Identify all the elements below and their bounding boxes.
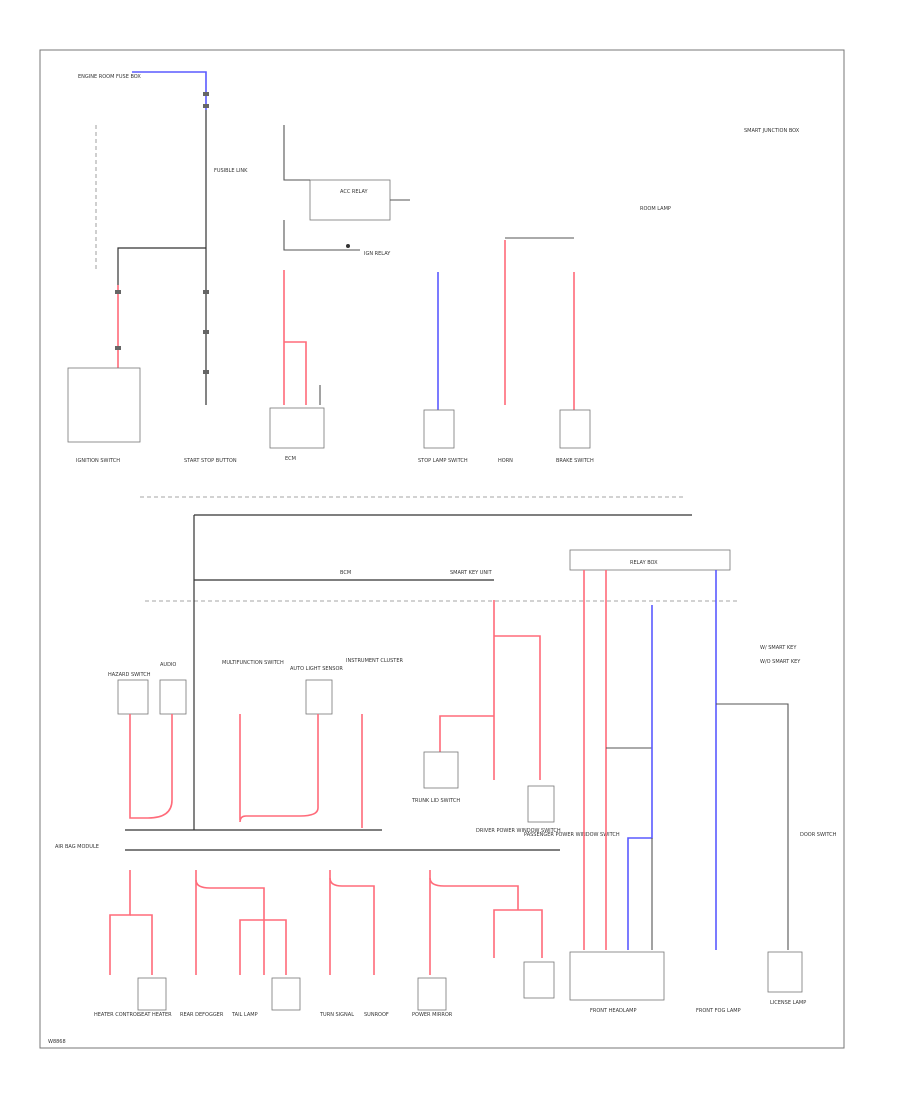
ecm-label: ECM — [285, 456, 296, 462]
window-drv-label: DRIVER POWER WINDOW SWITCH — [476, 828, 561, 834]
window-pass-box — [527, 785, 555, 823]
relay-box-right — [569, 549, 731, 571]
wire-relay-down — [283, 220, 360, 251]
audio-label: AUDIO — [160, 662, 176, 668]
turn-lamp-label: TURN SIGNAL — [319, 1012, 354, 1018]
wire-branch-left — [117, 247, 206, 285]
wire-red-l2 — [130, 914, 153, 975]
conn-l2 — [115, 346, 121, 350]
ecm-box — [269, 407, 325, 449]
bcm-label: BCM — [340, 570, 351, 576]
mirror-box — [417, 977, 447, 1011]
heater-label: HEATER CONTROL — [94, 1012, 140, 1018]
rear-defog-box — [271, 977, 301, 1011]
relay-box-label: RELAY BOX — [630, 560, 658, 566]
wire-red-l11 — [493, 909, 518, 958]
wire-battery-blue — [132, 71, 207, 110]
connector-top-2 — [203, 104, 209, 108]
cluster-label: INSTRUMENT CLUSTER — [346, 658, 404, 664]
front-fog-label: FRONT FOG LAMP — [696, 1008, 741, 1014]
trunk-label: TRUNK LID SWITCH — [411, 798, 460, 804]
wire-red-l8 — [329, 877, 375, 975]
wire-red-l1 — [109, 870, 131, 975]
seat-heater-label: SEAT HEATER — [138, 1012, 172, 1018]
wire-fog-branch — [716, 703, 789, 950]
legend-item-1: W/ SMART KEY — [760, 645, 797, 651]
audio-box — [159, 679, 187, 715]
room-lamp-label: ROOM LAMP — [640, 206, 671, 212]
tail-lamp-label: TAIL LAMP — [231, 1012, 258, 1018]
wire-red-hazard — [129, 714, 173, 819]
wire-blue-headlamp — [627, 605, 653, 950]
mirror-label: POWER MIRROR — [412, 1012, 453, 1018]
stop-lamp-box — [423, 409, 455, 449]
sunroof-label: SUNROOF — [364, 1012, 389, 1018]
start-stop-label: START STOP BUTTON — [184, 458, 237, 464]
fuse-box-label: ENGINE ROOM FUSE BOX — [78, 74, 141, 80]
window-pass-label: PASSENGER POWER WINDOW SWITCH — [524, 832, 620, 838]
trunk-box — [423, 751, 459, 789]
conn-l1 — [115, 290, 121, 294]
license-label: LICENSE LAMP — [770, 1000, 806, 1006]
relay-1-label: ACC RELAY — [340, 189, 368, 195]
relay-2-label: IGN RELAY — [364, 251, 391, 257]
smart-key-label: SMART KEY UNIT — [450, 570, 493, 576]
multi-sw-label: MULTIFUNCTION SWITCH — [222, 660, 284, 666]
door-sw-label: DOOR SWITCH — [800, 832, 837, 838]
wire-red-l6 — [264, 919, 287, 975]
horn-label: HORN — [498, 458, 513, 464]
room-lamp-box — [523, 961, 555, 999]
hazard-label: HAZARD SWITCH — [108, 672, 151, 678]
wire-red-l5 — [239, 919, 264, 975]
ign-switch-box — [67, 367, 141, 443]
air-bag-label: AIR BAG MODULE — [55, 844, 99, 850]
wire-red-l4 — [195, 879, 265, 975]
right-note: SMART JUNCTION BOX — [744, 128, 800, 134]
corner-label: W8868 — [48, 1039, 66, 1045]
auto-light-label: AUTO LIGHT SENSOR — [290, 666, 343, 672]
connector-top — [203, 92, 209, 96]
rear-defog-label: REAR DEFOGGER — [180, 1012, 224, 1018]
relay-block — [309, 179, 391, 221]
wire-red-window — [494, 635, 541, 780]
relay-node — [346, 244, 350, 248]
conn-c2 — [203, 330, 209, 334]
brake-label: BRAKE SWITCH — [556, 458, 594, 464]
stop-lamp-label: STOP LAMP SWITCH — [418, 458, 468, 464]
front-headlamp-box — [569, 951, 665, 1001]
conn-c3 — [203, 370, 209, 374]
hazard-box — [117, 679, 149, 715]
ign-switch-label: IGNITION SWITCH — [76, 458, 120, 464]
auto-light-box — [305, 679, 333, 715]
wire-red-trunk-branch — [439, 715, 494, 760]
wire-red-ecm-branch — [284, 341, 307, 405]
conn-c1 — [203, 290, 209, 294]
fusible-link-label: FUSIBLE LINK — [214, 168, 248, 174]
wire-red-l12 — [518, 909, 543, 958]
license-box — [767, 951, 803, 993]
front-headlamp-label: FRONT HEADLAMP — [590, 1008, 637, 1014]
heater-box — [137, 977, 167, 1011]
wire-relay-left — [283, 125, 310, 181]
wire-red-auto-light — [239, 714, 319, 823]
brake-box — [559, 409, 591, 449]
legend-item-2: W/O SMART KEY — [760, 659, 801, 665]
wire-red-l10 — [429, 877, 519, 910]
diagram-frame — [39, 49, 845, 1049]
